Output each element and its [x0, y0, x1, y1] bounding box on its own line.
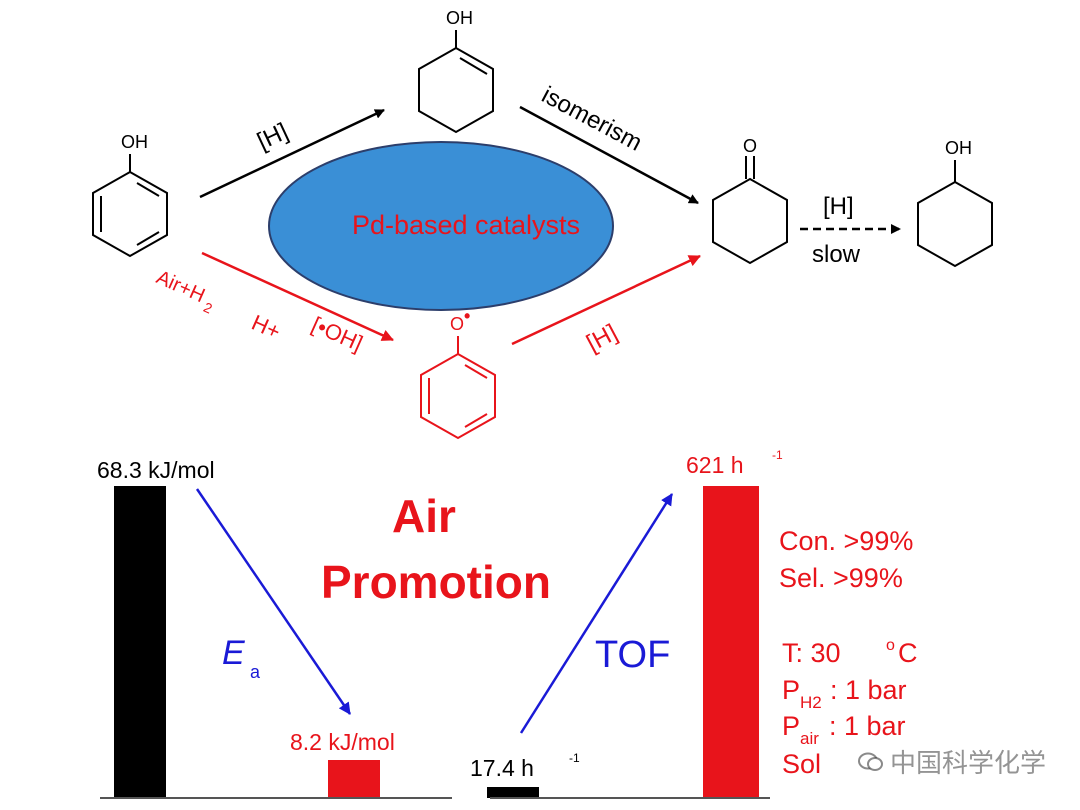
temperature-degree: o — [886, 637, 895, 654]
arrow-air-to-phenoxy — [201, 251, 394, 342]
tof-bar-with-air — [703, 486, 759, 798]
ph2-p: P — [782, 675, 800, 705]
arrow-isomerism — [519, 105, 699, 205]
cyclohexanone-o-label: O — [743, 136, 757, 156]
ea-subscript: a — [250, 662, 261, 682]
tof-low-value-label: 17.4 h — [470, 755, 534, 781]
catalyst-ellipse — [268, 141, 614, 311]
phenol-structure — [92, 154, 168, 258]
arrow-h-slow-label: [H] — [823, 193, 854, 220]
radical-dot: • — [464, 306, 470, 326]
enol-oh-label: OH — [446, 8, 473, 28]
tof-low-value-group: 17.4 h -1 — [470, 751, 580, 781]
temperature-prefix: T: 30 — [782, 638, 841, 668]
tof-increase-arrow — [519, 493, 674, 734]
ea-symbol-group: E a — [222, 634, 261, 682]
tof-symbol: TOF — [595, 634, 670, 676]
bar-chart-panels — [114, 486, 759, 798]
arrow-phenol-to-enol — [199, 108, 385, 199]
ea-decrease-arrow — [195, 488, 352, 715]
headline-air: Air — [392, 490, 456, 542]
cyclohexanol-oh-label: OH — [945, 138, 972, 158]
arrow-phenoxy-to-ketone — [511, 254, 701, 346]
ea-high-value-label: 68.3 kJ/mol — [97, 457, 215, 483]
chat-bubble-icon — [857, 752, 883, 771]
arrow-h-top-label: [H] — [253, 118, 292, 155]
air-h2-subscript: 2 — [201, 299, 215, 317]
phenol-oh-label: OH — [121, 132, 148, 152]
watermark-text: 中国科学化学 — [889, 749, 1046, 779]
tof-high-exponent: -1 — [772, 448, 783, 462]
oh-radical-label: [•OH] — [308, 312, 367, 356]
ea-low-value-label: 8.2 kJ/mol — [290, 729, 395, 755]
conversion-text: Con. >99% — [779, 526, 913, 556]
phenoxy-radical-structure — [420, 336, 496, 440]
selectivity-text: Sel. >99% — [779, 563, 903, 593]
slow-label: slow — [812, 241, 861, 268]
solvent-text: Sol — [782, 749, 821, 779]
hplus-label: H+ — [248, 310, 284, 345]
catalyst-label: Pd-based catalysts — [352, 210, 580, 240]
air-h2-label: Air+H — [153, 266, 208, 307]
temperature-unit: C — [898, 638, 918, 668]
temperature-line: T: 30 o C — [782, 637, 918, 668]
phenoxy-o-label: O — [450, 314, 464, 334]
pair-p: P — [782, 711, 800, 741]
tof-low-exponent: -1 — [569, 751, 580, 765]
ph2-subscript: H2 — [800, 693, 822, 712]
ea-bar-without-air — [114, 486, 166, 798]
arrow-h-red-label: [H] — [582, 319, 622, 357]
headline-promotion: Promotion — [321, 556, 551, 608]
enol-structure — [418, 30, 494, 134]
pair-line: P air : 1 bar — [782, 711, 906, 748]
ph2-line: P H2 : 1 bar — [782, 675, 907, 712]
pair-subscript: air — [800, 729, 819, 748]
tof-bar-without-air — [487, 787, 539, 798]
tof-high-value-label: 621 h — [686, 452, 744, 478]
pair-value: : 1 bar — [829, 711, 906, 741]
ph2-value: : 1 bar — [830, 675, 907, 705]
ea-bar-with-air — [328, 760, 380, 798]
watermark: 中国科学化学 — [857, 743, 1046, 780]
tof-high-value-group: 621 h -1 — [686, 448, 783, 478]
cyclohexanol-structure — [917, 160, 993, 268]
ea-symbol: E — [222, 634, 245, 672]
air-h2-label-group: Air+H 2 — [153, 266, 215, 317]
cyclohexanone-structure — [712, 156, 788, 265]
